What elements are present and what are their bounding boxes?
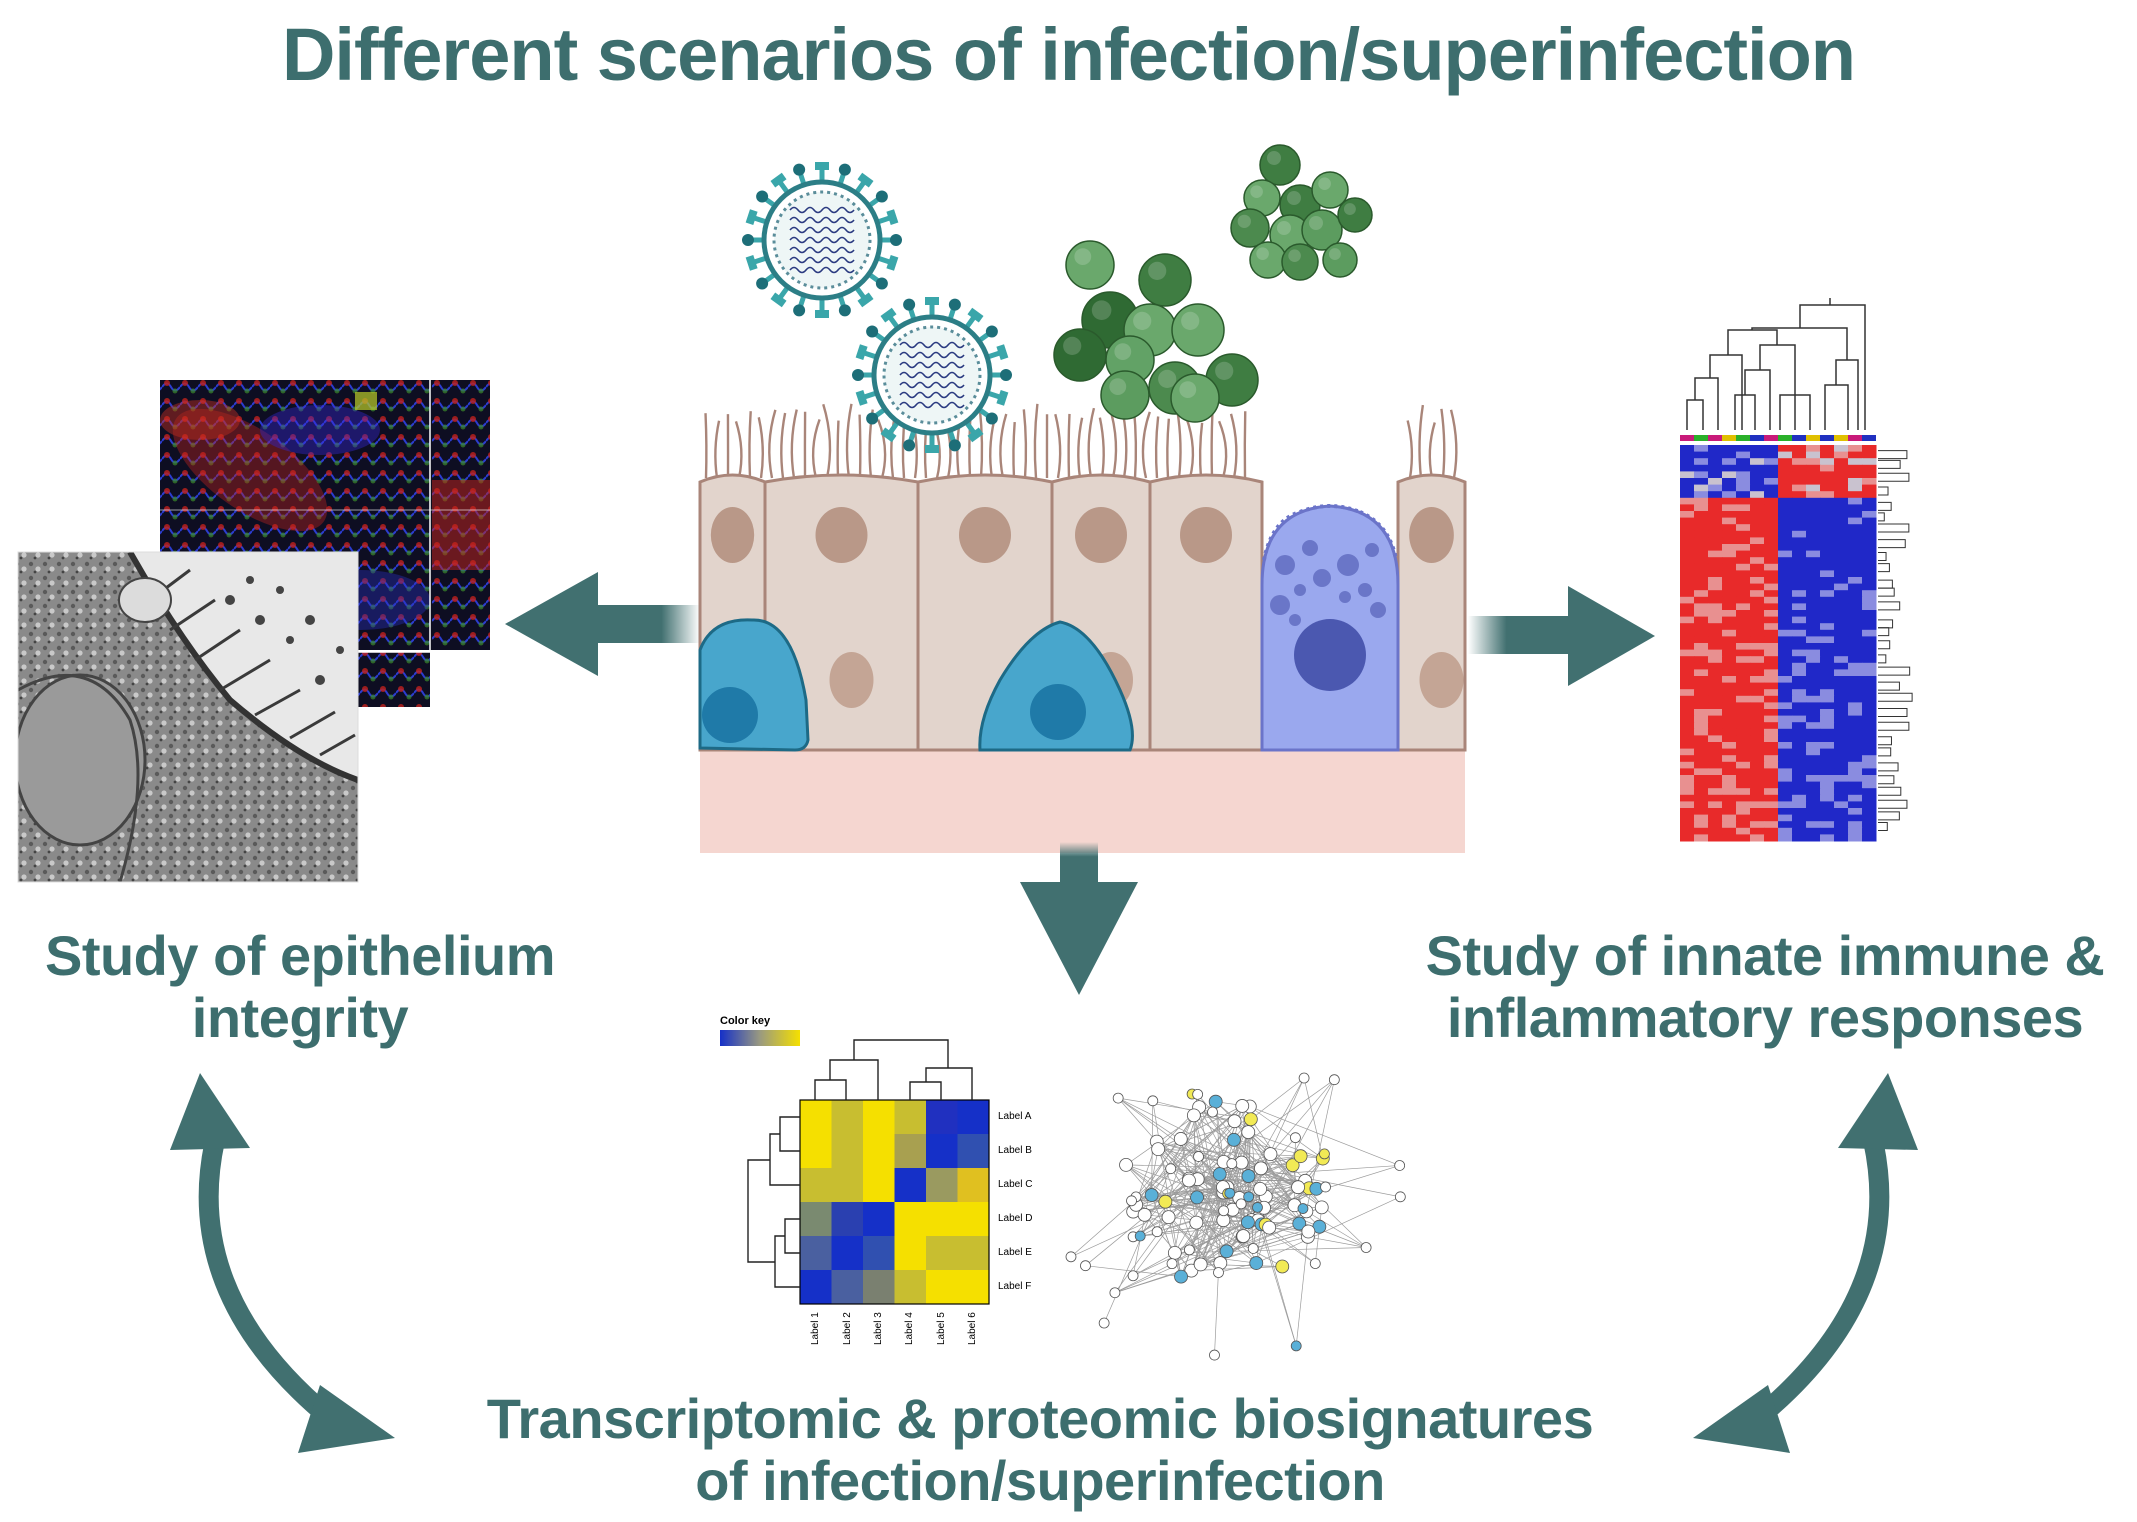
row-label: Label E	[998, 1247, 1032, 1258]
basement-membrane	[700, 745, 1465, 853]
col-label: Label 4	[904, 1312, 915, 1345]
small-heatmap-row-labels: Label A Label B Label C Label D Label E …	[998, 1111, 1032, 1292]
label-line: Study of epithelium	[44, 924, 556, 987]
color-key-label: Color key	[720, 1015, 771, 1027]
double-arrow-left	[170, 1073, 395, 1453]
col-label: Label 6	[967, 1312, 978, 1345]
virus-particle-1	[742, 162, 902, 318]
col-label: Label 3	[873, 1312, 884, 1345]
bacteria-cluster	[1053, 144, 1373, 423]
row-dendrogram	[1878, 450, 1913, 831]
heatmap-annotation-bar	[1680, 435, 1876, 441]
small-heatmap-col-labels: Label 1 Label 2 Label 3 Label 4 Label 5 …	[810, 1312, 978, 1345]
label-line: Transcriptomic & proteomic biosignatures	[486, 1387, 1594, 1450]
color-key-bar	[720, 1030, 800, 1046]
clustered-heatmap	[1680, 298, 1913, 842]
goblet-cell	[1260, 504, 1400, 752]
small-heatmap-cells	[799, 1099, 990, 1305]
row-label: Label F	[998, 1281, 1031, 1292]
virus-particle-2	[852, 297, 1012, 453]
confocal-image	[160, 380, 490, 707]
arrow-left	[505, 572, 700, 676]
epithelium-integrity-label: Study of epithelium integrity	[0, 925, 600, 1049]
label-line: of infection/superinfection	[695, 1449, 1385, 1512]
sample-correlation-heatmap: Color key Label A Label B Label C Label …	[720, 1015, 1032, 1345]
small-heatmap-dendrograms	[747, 1039, 973, 1288]
protein-interaction-network	[1065, 1072, 1406, 1361]
heatmap-cells	[1680, 445, 1877, 842]
cilia	[704, 403, 1458, 479]
label-line: inflammatory responses	[1446, 986, 2084, 1049]
epithelium-illustration	[698, 403, 1467, 853]
basal-cells	[698, 618, 1134, 752]
column-dendrogram	[1686, 298, 1866, 430]
biosignatures-label: Transcriptomic & proteomic biosignatures…	[380, 1388, 1700, 1512]
row-label: Label A	[998, 1111, 1032, 1122]
col-label: Label 2	[842, 1312, 853, 1345]
row-label: Label C	[998, 1179, 1032, 1190]
immune-responses-label: Study of innate immune & inflammatory re…	[1395, 925, 2135, 1049]
electron-micrograph	[17, 551, 359, 883]
row-label: Label D	[998, 1213, 1032, 1224]
arrow-right	[1468, 586, 1655, 686]
row-label: Label B	[998, 1145, 1032, 1156]
page-title: Different scenarios of infection/superin…	[281, 13, 1856, 96]
col-label: Label 5	[936, 1312, 947, 1345]
col-label: Label 1	[810, 1312, 821, 1345]
arrow-down	[1020, 842, 1138, 995]
label-line: Study of innate immune &	[1425, 924, 2105, 987]
double-arrow-right	[1693, 1073, 1918, 1453]
label-line: integrity	[191, 986, 409, 1049]
